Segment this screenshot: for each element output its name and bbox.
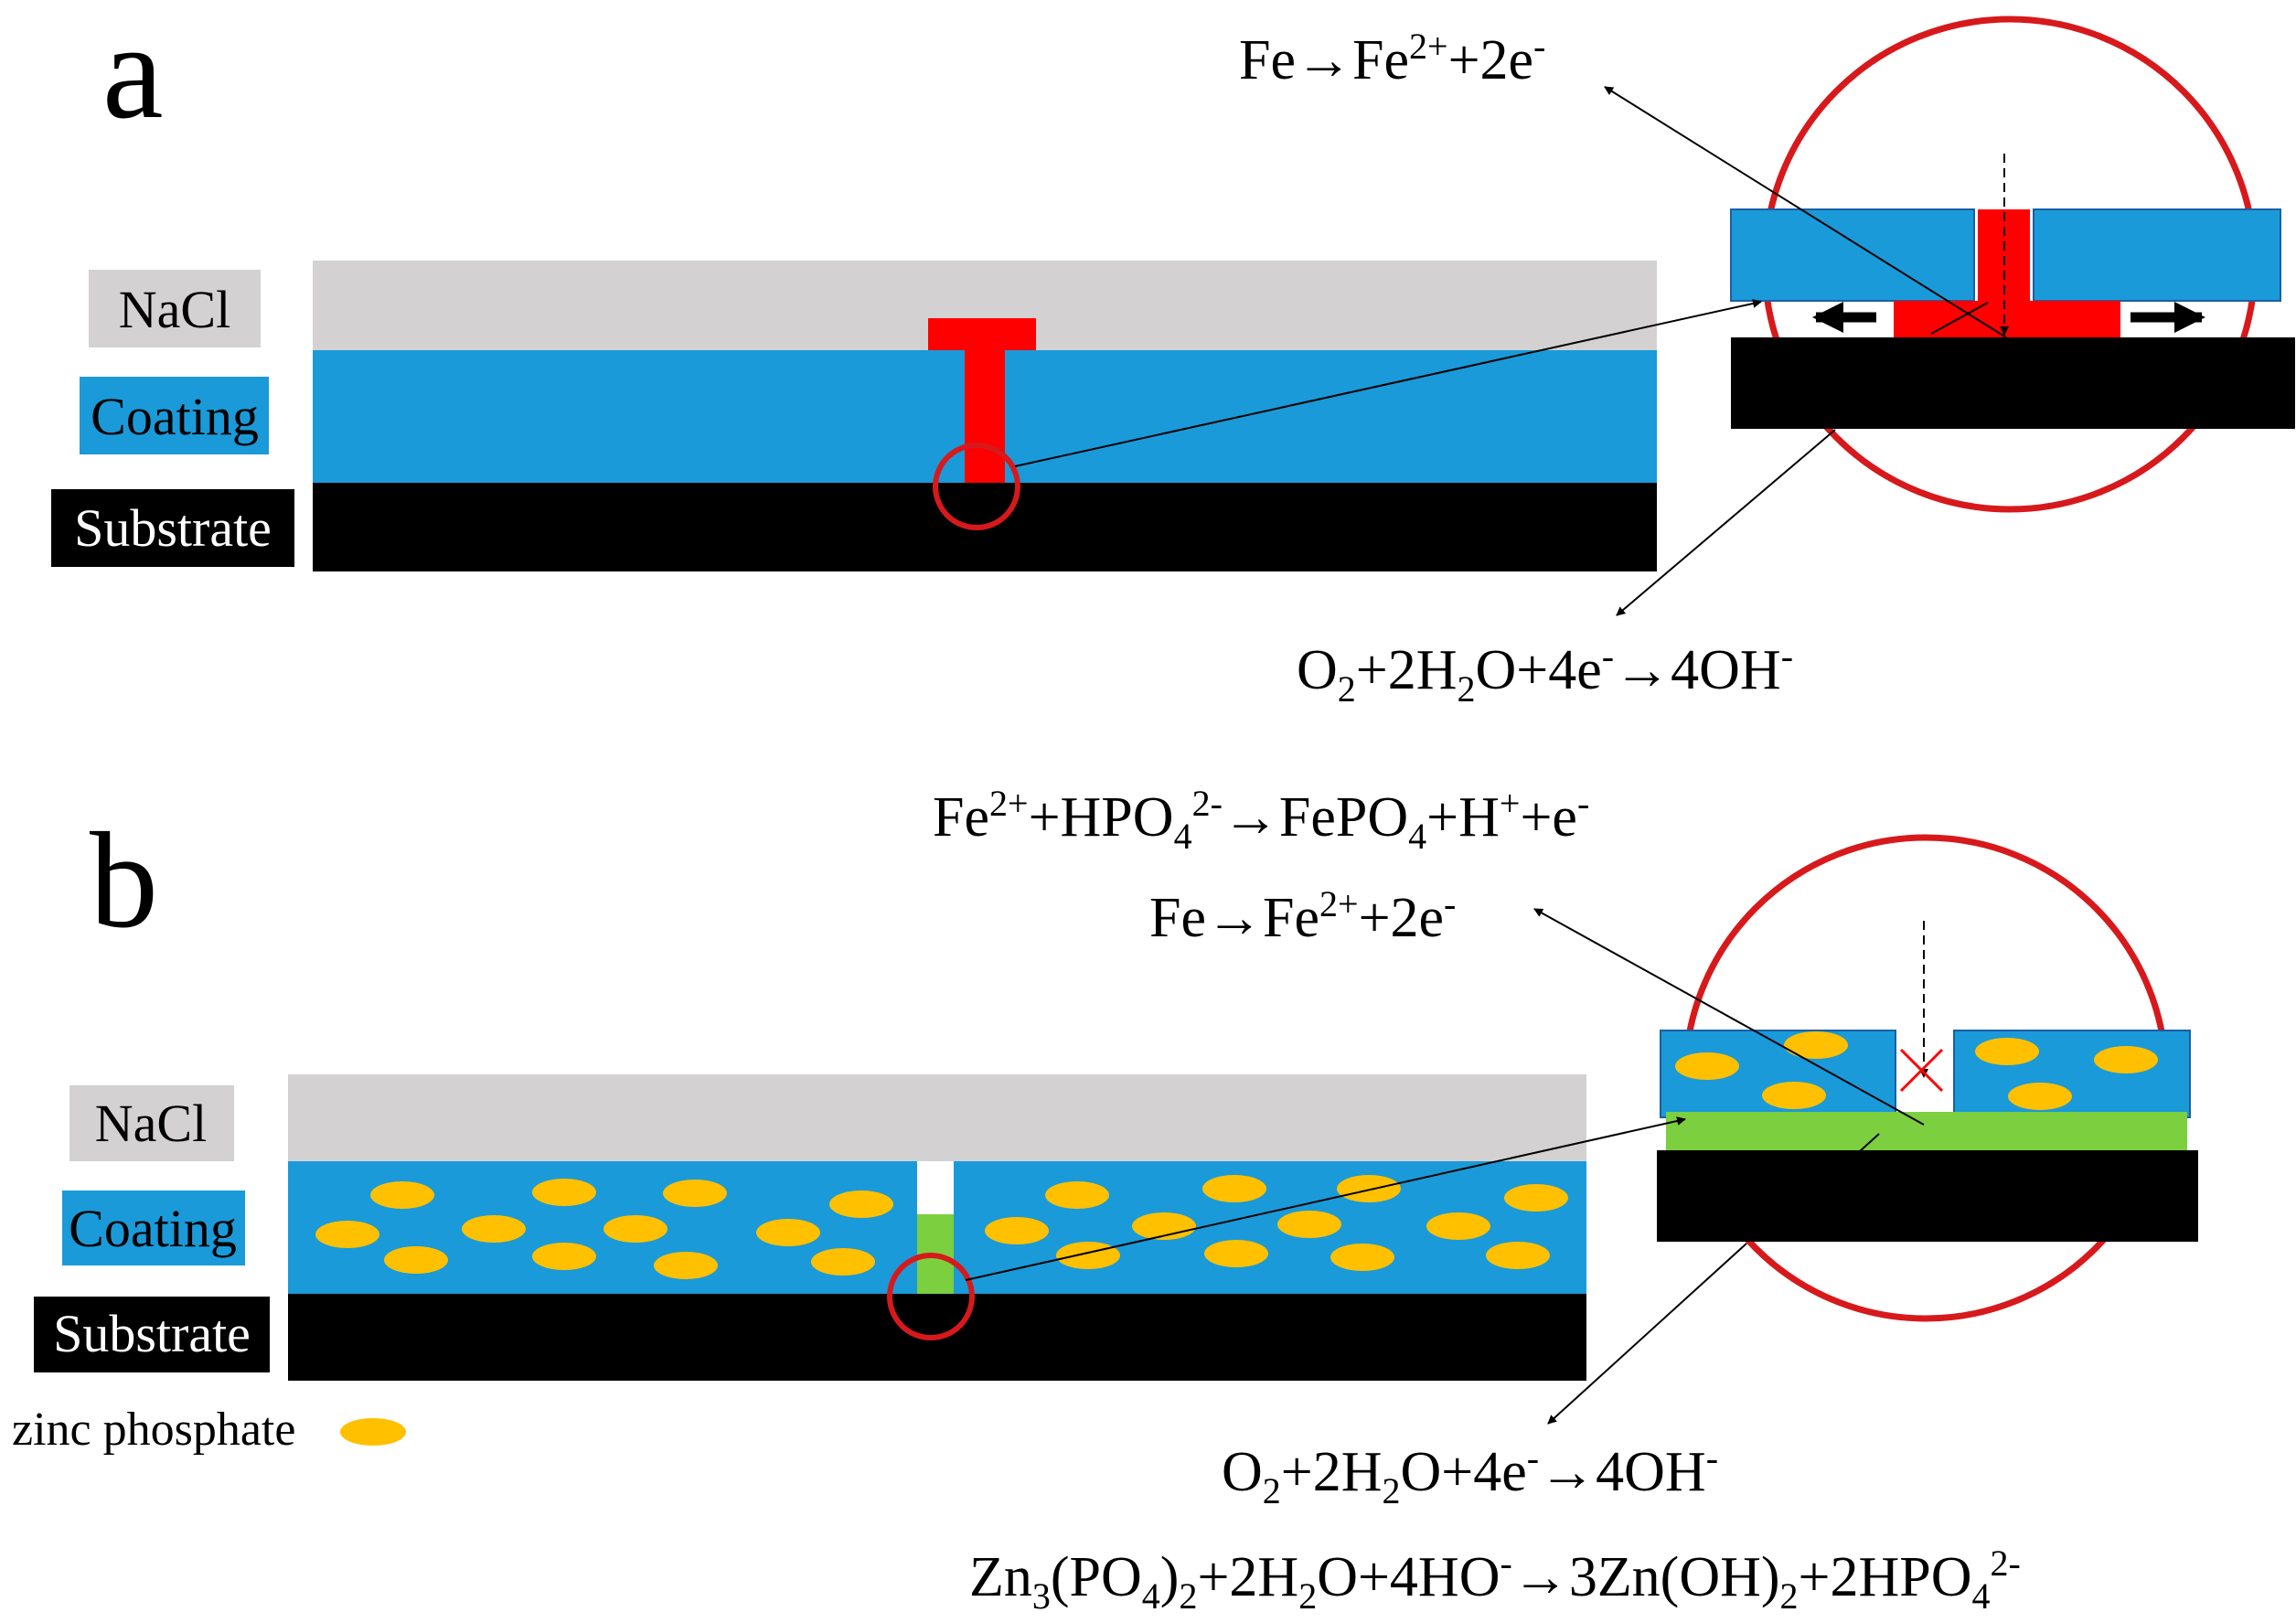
zinc-phosphate-particle <box>603 1215 667 1243</box>
zoom-substrate-b <box>1657 1150 2198 1242</box>
legend-nacl-label: NaCl <box>119 280 230 339</box>
zinc-hydrolysis-equation: Zn3(PO4)2+2H2O+4HO-→3Zn(OH)2+2HPO42- <box>969 1543 2021 1617</box>
zinc-phosphate-particle <box>1277 1211 1341 1238</box>
defect-highlight-circle <box>933 443 1020 530</box>
legend-coating-swatch <box>80 377 269 454</box>
cathodic-pointer <box>1616 429 1836 616</box>
rust-defect-stem <box>965 350 1005 483</box>
anodic-reaction-equation: Fe→Fe2++2e- <box>1239 26 1545 91</box>
zinc-phosphate-particle <box>829 1191 893 1218</box>
zoom-rust-base <box>1894 301 2120 337</box>
zinc-phosphate-particle <box>462 1215 526 1243</box>
panel-b-zoom-view <box>1657 834 2198 1322</box>
cathodic-pointer-inner-b <box>1858 1133 1880 1153</box>
phosphate-reaction-equation: Fe2++HPO42-→FePO4+H++e- <box>933 783 1589 857</box>
zinc-phosphate-particle <box>1045 1181 1109 1209</box>
zinc-phosphate-particle <box>1675 1052 1739 1080</box>
legend-substrate-label-b: Substrate <box>53 1304 251 1363</box>
zinc-phosphate-particle <box>1426 1212 1490 1240</box>
legend-coating-label-b: Coating <box>69 1199 237 1258</box>
zoom-coating-left <box>1730 208 1975 302</box>
legend-nacl-swatch <box>89 270 261 347</box>
zinc-phosphate-particle <box>663 1180 727 1207</box>
panel-b: b NaCl Coating Substrate zinc phosphate <box>12 783 2198 1617</box>
cathodic-reaction-equation: O2+2H2O+4e-→4OH- <box>1297 635 1793 710</box>
legend-nacl-swatch-b <box>69 1085 234 1161</box>
legend-coating-label: Coating <box>91 387 259 446</box>
legend-substrate-label: Substrate <box>74 498 272 558</box>
connector-defect-to-zoom <box>1014 299 1762 467</box>
cathodic-reaction-equation-b: O2+2H2O+4e-→4OH- <box>1222 1437 1718 1511</box>
rust-defect-cap <box>928 318 1036 350</box>
zinc-phosphate-particle <box>315 1221 379 1248</box>
zinc-phosphate-particle <box>370 1181 434 1209</box>
zinc-phosphate-particle <box>756 1219 820 1246</box>
coating-layer-b-right <box>954 1161 1586 1294</box>
zinc-phosphate-particle <box>1975 1038 2039 1065</box>
panel-a-legend: NaCl Coating Substrate <box>51 270 294 567</box>
zoom-passivation-layer <box>1666 1112 2187 1150</box>
cathodic-pointer-inner <box>1930 302 1989 335</box>
zinc-phosphate-particle <box>654 1252 718 1279</box>
zinc-phosphate-particle <box>811 1248 875 1276</box>
zinc-phosphate-particle <box>1202 1175 1266 1202</box>
panel-b-legend: NaCl Coating Substrate zinc phosphate <box>12 1085 406 1456</box>
panel-a: a NaCl Coating Substrate <box>51 0 2295 710</box>
rust-defect <box>928 318 1036 483</box>
connector-defect-to-zoom-b <box>965 1116 1686 1281</box>
nacl-layer-b <box>288 1074 1586 1161</box>
zinc-phosphate-particle <box>1762 1082 1826 1109</box>
zinc-phosphate-particle <box>2094 1046 2158 1073</box>
coating-layer-b-left <box>288 1161 917 1294</box>
zinc-phosphate-particle <box>384 1246 448 1274</box>
anodic-reaction-equation-b: Fe→Fe2++2e- <box>1149 883 1456 949</box>
zinc-phosphate-particle <box>1504 1184 1568 1212</box>
zinc-phosphate-particle <box>532 1243 596 1270</box>
zinc-phosphate-particle <box>1337 1175 1401 1202</box>
anodic-pointer-b <box>1533 908 1925 1126</box>
zinc-phosphate-particle <box>532 1179 596 1206</box>
zinc-phosphate-particle <box>1784 1031 1848 1059</box>
panel-a-letter: a <box>102 0 164 147</box>
panel-b-cross-section <box>288 1074 1586 1381</box>
legend-nacl-label-b: NaCl <box>95 1094 207 1153</box>
zoom-substrate <box>1731 337 2295 429</box>
legend-coating-swatch-b <box>62 1191 245 1265</box>
zinc-phosphate-particles <box>315 1175 1568 1279</box>
panel-b-letter: b <box>90 805 158 956</box>
legend-substrate-swatch <box>51 489 294 567</box>
zoom-zinc-phosphate-particles <box>1675 1031 2158 1110</box>
defect-highlight-circle-b <box>887 1253 975 1340</box>
zoom-coating-right <box>2033 208 2281 302</box>
legend-zinc-phosphate-swatch <box>340 1418 406 1446</box>
zinc-phosphate-particle <box>1204 1240 1268 1267</box>
zinc-phosphate-particle <box>1486 1242 1550 1269</box>
panel-a-zoom-view <box>1730 16 2295 513</box>
legend-substrate-swatch-b <box>34 1297 270 1372</box>
anodic-pointer <box>1604 86 2007 338</box>
zinc-phosphate-particle <box>985 1217 1049 1244</box>
zinc-phosphate-particle <box>1330 1244 1394 1271</box>
blocked-diffusion-cross-icon <box>1899 1048 1944 1093</box>
zinc-phosphate-particle <box>2008 1083 2072 1110</box>
legend-zinc-phosphate-label: zinc phosphate <box>12 1404 295 1456</box>
zinc-phosphate-particle <box>1056 1242 1120 1269</box>
cathodic-pointer-b <box>1547 1243 1747 1425</box>
panel-a-cross-section <box>313 261 1657 571</box>
